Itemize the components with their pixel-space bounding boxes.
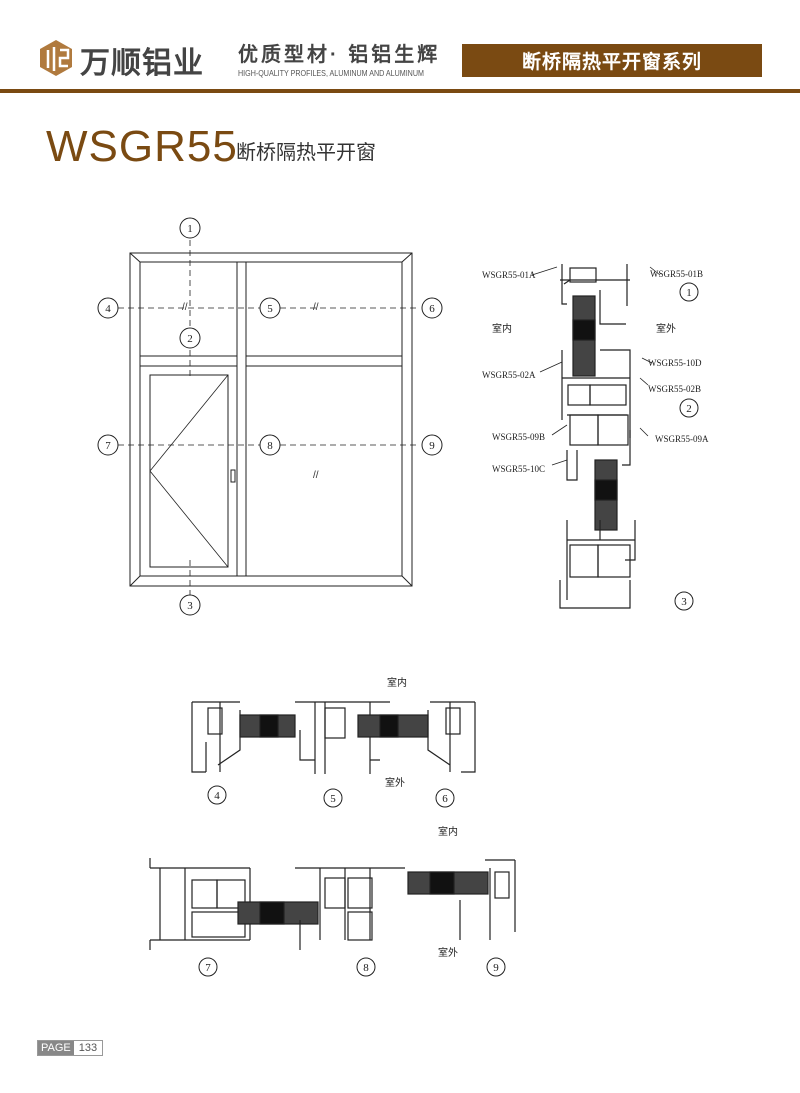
elevation-marker-9: 9 <box>429 440 435 452</box>
elevation-marker-4: 4 <box>105 303 111 315</box>
part-label: WSGR55-01A <box>482 270 536 280</box>
marker-circle <box>97 434 119 456</box>
marker-4: 4 <box>214 790 220 802</box>
elevation-marker-1: 1 <box>187 223 193 235</box>
window-elevation: // // // <box>118 240 420 595</box>
part-label: WSGR55-10C <box>492 464 545 474</box>
marker-circle <box>259 297 281 319</box>
outdoor-label: 室外 <box>656 322 676 335</box>
marker-circle <box>259 434 281 456</box>
part-label: WSGR55-10D <box>648 358 702 368</box>
elevation-marker-6: 6 <box>429 303 435 315</box>
part-label: WSGR55-09A <box>655 434 709 444</box>
horizontal-section-7-8-9: 7 8 9 室内 室外 <box>149 825 516 977</box>
slogan-english: HIGH-QUALITY PROFILES, ALUMINUM AND ALUM… <box>238 68 424 78</box>
marker-circle <box>97 297 119 319</box>
marker-circle <box>179 217 201 239</box>
elevation-marker-5: 5 <box>267 303 273 315</box>
elevation-marker-8: 8 <box>267 440 273 452</box>
marker-1: 1 <box>686 287 692 299</box>
svg-text://: // <box>313 470 319 481</box>
model-title: WSGR55 <box>46 122 238 171</box>
indoor-label: 室内 <box>492 322 512 335</box>
marker-9: 9 <box>493 962 499 974</box>
vertical-section-drawing: WSGR55-01A WSGR55-01B WSGR55-10D WSGR55-… <box>482 264 709 611</box>
indoor-label: 室内 <box>438 825 458 838</box>
brand-name: 万顺铝业 <box>80 47 204 80</box>
indoor-label: 室内 <box>387 676 407 689</box>
model-subtitle: 断桥隔热平开窗 <box>236 142 376 164</box>
marker-3: 3 <box>681 596 687 608</box>
divider <box>0 89 800 93</box>
svg-text://: // <box>313 302 319 313</box>
marker-circle <box>179 327 201 349</box>
page-footer: PAGE 133 <box>37 1040 104 1056</box>
part-label: WSGR55-02B <box>648 384 701 394</box>
part-label: WSGR55-09B <box>492 432 545 442</box>
elevation-marker-7: 7 <box>105 440 111 452</box>
slogan: 优质型材· 铝铝生辉 <box>238 44 441 66</box>
elevation-marker-3: 3 <box>187 600 193 612</box>
marker-8: 8 <box>363 962 369 974</box>
page-label: PAGE <box>38 1041 74 1055</box>
outdoor-label: 室外 <box>438 946 458 959</box>
marker-2: 2 <box>686 403 692 415</box>
svg-text://: // <box>182 302 188 313</box>
marker-6: 6 <box>442 793 448 805</box>
marker-5: 5 <box>330 793 336 805</box>
marker-7: 7 <box>205 962 211 974</box>
marker-circle <box>421 297 443 319</box>
horizontal-section-4-5-6: 4 5 6 室内 室外 <box>191 676 476 808</box>
logo-icon <box>40 40 72 76</box>
page-number: 133 <box>78 1042 98 1054</box>
series-banner: 断桥隔热平开窗系列 <box>462 44 762 77</box>
marker-circle <box>179 594 201 616</box>
part-label: WSGR55-01B <box>650 269 703 279</box>
elevation-marker-2: 2 <box>187 333 193 345</box>
marker-circle <box>421 434 443 456</box>
part-label: WSGR55-02A <box>482 370 536 380</box>
outdoor-label: 室外 <box>385 776 405 789</box>
